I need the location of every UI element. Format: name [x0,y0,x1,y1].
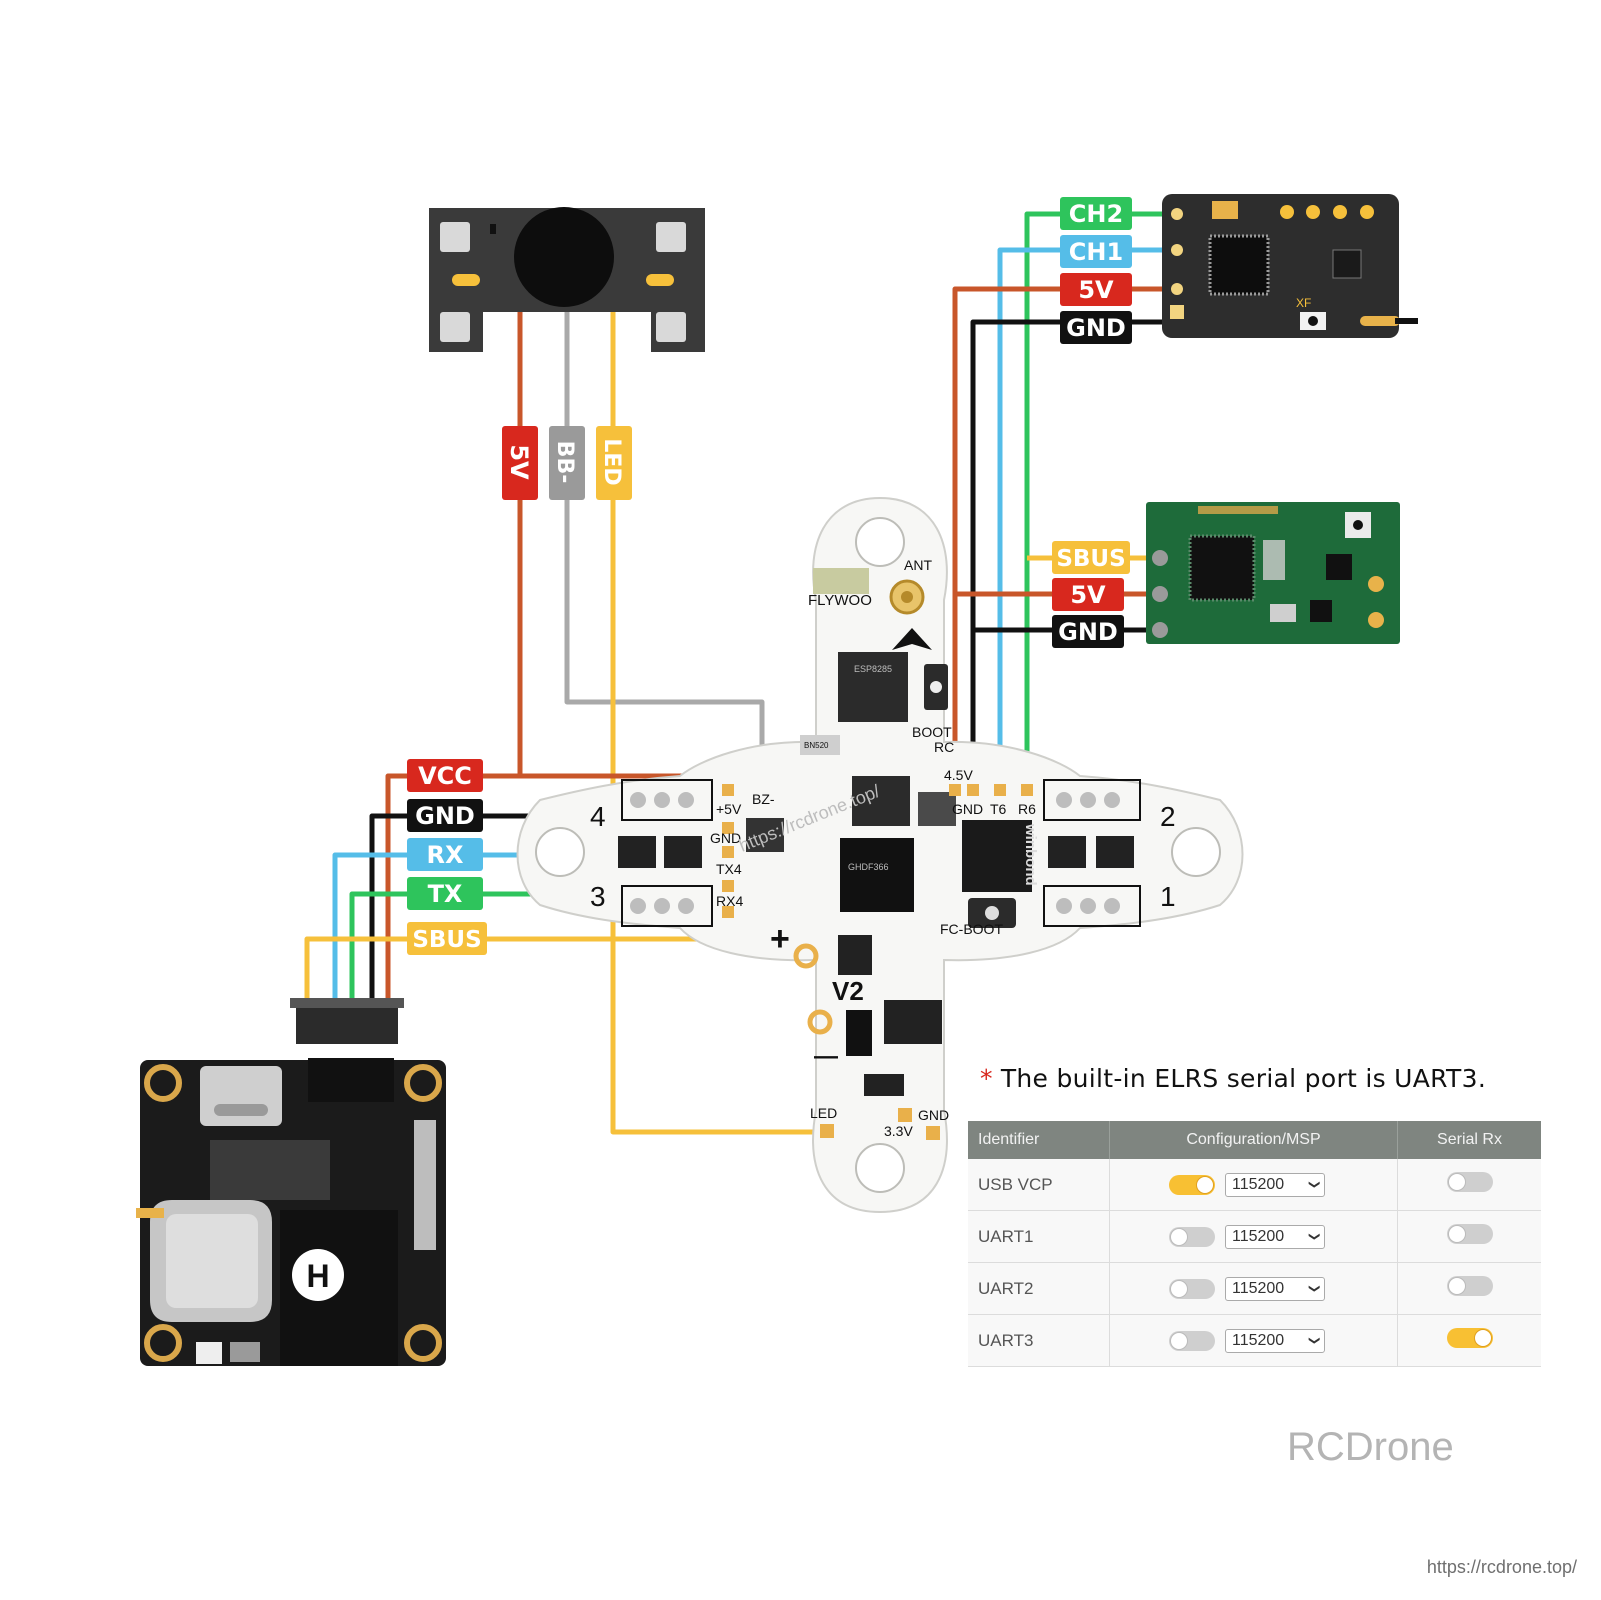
vtx-label-tx: TX [428,880,463,908]
fc-motor-4: 4 [590,801,606,832]
fc-version: V2 [832,976,864,1006]
port-identifier: UART2 [968,1262,1110,1315]
ports-table: Identifier Configuration/MSP Serial Rx U… [968,1121,1541,1367]
header-configuration: Configuration/MSP [1109,1121,1398,1159]
fc-chip-esp: ESP8285 [854,664,892,674]
receiver-top: XF [1162,194,1418,338]
buzzer-label-led: LED [599,438,624,485]
rxtop-label-5v: 5V [1078,276,1114,304]
fc-boot: BOOT [912,724,952,740]
fc-pad-t6: T6 [990,801,1007,817]
serial-rx-toggle[interactable] [1446,1224,1493,1244]
rxright-label-5v: 5V [1070,581,1106,609]
baud-value: 115200 [1232,1279,1285,1297]
vtx-logo-disc [292,1249,344,1301]
vtx-label-rx: RX [427,841,464,869]
flight-controller: ESP8285 BN520 GHDF366 winbond [516,496,1244,1214]
fc-motor-1: 1 [1160,881,1176,912]
port-identifier: UART1 [968,1210,1110,1263]
receiver-top-labels: CH2 CH1 5V GND [1060,197,1132,344]
note-text: The built-in ELRS serial port is UART3. [1000,1064,1487,1093]
fc-minus: — [814,1043,838,1070]
fc-pad-r6: R6 [1018,801,1036,817]
msp-toggle[interactable] [1169,1174,1215,1195]
vtx-label-sbus: SBUS [412,927,481,953]
baud-value: 115200 [1232,1331,1285,1349]
vtx-labels: VCC GND RX TX SBUS [407,759,487,955]
rxtop-label-gnd: GND [1066,314,1126,342]
fc-pad-gnd-right: GND [952,801,983,817]
fc-motor-2: 2 [1160,801,1176,832]
site-url: https://rcdrone.top/ [1426,1557,1577,1577]
port-identifier: USB VCP [968,1159,1110,1211]
rxtop-label-ch2: CH2 [1069,200,1123,228]
note-star: * [980,1064,993,1093]
baud-select[interactable]: 115200 ❮ [1225,1172,1325,1197]
baud-value: 115200 [1232,1227,1285,1245]
fc-ant: ANT [904,557,932,573]
fc-rc: RC [934,739,954,755]
buzzer-labels: 5V BB- LED [502,426,632,500]
buzzer-board [429,207,705,352]
fc-fc-boot: FC-BOOT [940,921,1003,937]
fc-pad-led: LED [810,1105,837,1121]
baud-select[interactable]: 115200 ❮ [1225,1224,1325,1249]
serial-rx-toggle[interactable] [1446,1172,1493,1192]
rxtop-label-ch1: CH1 [1069,238,1123,266]
msp-toggle[interactable] [1169,1330,1215,1351]
baud-select[interactable]: 115200 ❮ [1225,1276,1325,1301]
header-identifier: Identifier [968,1121,1110,1159]
serial-rx-toggle[interactable] [1446,1328,1493,1348]
baud-value: 115200 [1232,1175,1285,1193]
header-serial-rx: Serial Rx [1397,1121,1541,1159]
brand-watermark: RCDrone [1287,1425,1454,1469]
fc-pad-4v5: 4.5V [944,767,973,783]
vtx-board: H [136,998,446,1366]
buzzer-label-bb: BB- [552,441,577,484]
rxright-label-gnd: GND [1058,618,1118,646]
serial-rx-toggle[interactable] [1446,1276,1493,1296]
baud-select[interactable]: 115200 ❮ [1225,1328,1325,1353]
fc-pad-3v3: 3.3V [884,1123,913,1139]
fc-chip-small: BN520 [804,741,829,750]
vtx-label-vcc: VCC [418,762,472,790]
fc-pad-gnd-left: GND [710,830,741,846]
uart-note: *The built-in ELRS serial port is UART3. [980,1064,1486,1093]
fc-pad-gnd-bottom: GND [918,1107,949,1123]
receiver-right-labels: SBUS 5V GND [1052,541,1130,648]
fc-pad-5v: +5V [716,801,742,817]
fc-brand: FLYWOO [808,592,872,609]
port-identifier: UART3 [968,1314,1110,1367]
chevron-down-icon: ❮ [1307,1335,1320,1346]
receiver-top-chip-text: XF [1296,296,1311,310]
fc-motor-3: 3 [590,881,606,912]
vtx-label-gnd: GND [415,802,475,830]
receiver-right [1146,502,1400,644]
fc-plus: + [770,920,790,958]
msp-toggle[interactable] [1169,1278,1215,1299]
table-row: UART2 115200 ❮ [968,1262,1541,1315]
fc-chip-winbond: winbond [1022,823,1039,886]
vtx-logo: H [306,1258,329,1294]
wire-buzzer-bb [564,308,765,790]
wire-rxtop-5v [952,286,1177,790]
fc-pad-bz: BZ- [752,791,775,807]
rxright-label-sbus: SBUS [1056,546,1125,572]
table-row: USB VCP 115200 ❮ [968,1159,1541,1211]
buzzer-speaker [514,207,614,307]
chevron-down-icon: ❮ [1307,1179,1320,1190]
chevron-down-icon: ❮ [1307,1283,1320,1294]
fc-pad-rx4: RX4 [716,893,743,909]
fc-pad-tx4: TX4 [716,861,742,877]
chevron-down-icon: ❮ [1307,1231,1320,1242]
wire-buzzer-led [610,308,826,1135]
msp-toggle[interactable] [1169,1226,1215,1247]
table-row: UART3 115200 ❮ [968,1314,1541,1367]
buzzer-label-5v: 5V [505,444,533,480]
fc-chip-gd: GHDF366 [848,862,889,872]
table-row: UART1 115200 ❮ [968,1210,1541,1263]
ports-table-header: Identifier Configuration/MSP Serial Rx [968,1121,1541,1159]
